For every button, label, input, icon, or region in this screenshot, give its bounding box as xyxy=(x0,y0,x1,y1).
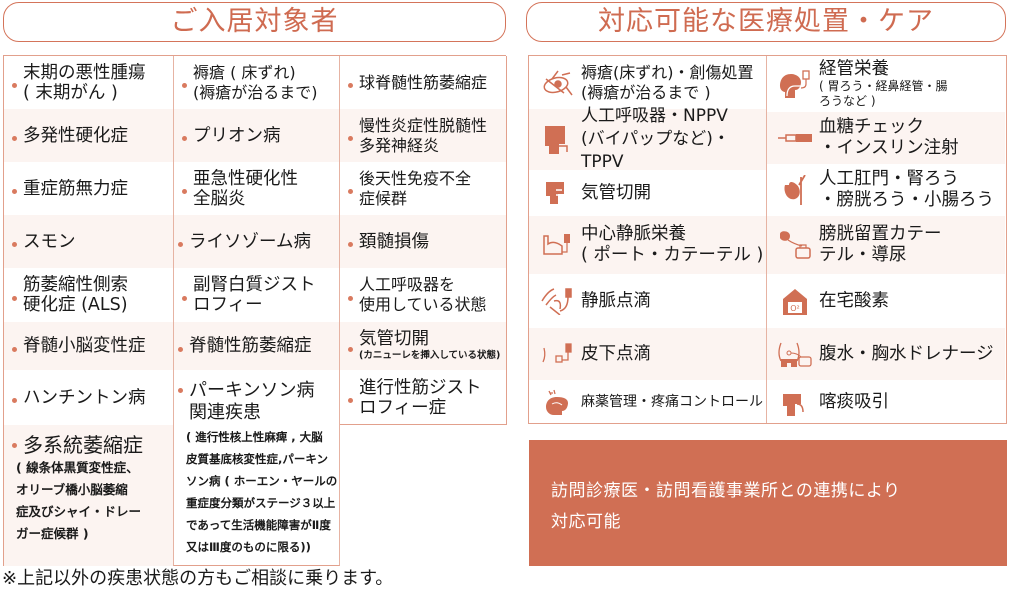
subcutaneous-drip-icon xyxy=(537,342,577,366)
residents-title: ご入居対象者 xyxy=(3,2,506,42)
bullet-icon xyxy=(348,189,353,194)
bullet-icon xyxy=(182,136,187,141)
bullet-icon xyxy=(12,398,17,403)
tube-feeding-icon xyxy=(775,70,815,98)
home-oxygen-icon: O² xyxy=(775,287,815,315)
list-item: 亜急性硬化性 全脳炎 xyxy=(174,162,339,215)
care-item: 膀胱留置カテー テル・導尿 xyxy=(767,216,1005,274)
care-item: 麻薬管理・疼痛コントロール xyxy=(529,380,766,425)
care-item: 人工呼吸器・NPPV (バイパップなど)・TPPV xyxy=(529,106,766,172)
urinary-catheter-icon xyxy=(775,230,815,260)
care-item: 気管切開 xyxy=(529,170,766,216)
list-item: 重症筋無力症 xyxy=(4,162,173,215)
medical-care-grid: 褥瘡(床ずれ)・創傷処置 (褥瘡が治るまで ) 人工呼吸器・NPPV (バイパッ… xyxy=(528,55,1007,424)
care-item: 人工肛門・腎ろう ・膀胱ろう・小腸ろう xyxy=(767,164,1005,216)
pain-control-icon xyxy=(537,389,577,417)
svg-text:O²: O² xyxy=(790,304,800,313)
drainage-icon xyxy=(775,341,815,367)
central-venous-icon xyxy=(537,232,577,258)
bullet-icon xyxy=(348,136,353,141)
list-item: スモン xyxy=(4,215,173,268)
list-item: プリオン病 xyxy=(174,109,339,162)
care-item: 腹水・胸水ドレナージ xyxy=(767,328,1005,380)
list-item: 多系統萎縮症 ( 線条体黒質変性症、 オリーブ橋小脳萎縮 症及びシャイ・ドレー … xyxy=(4,425,173,566)
list-item: 多発性硬化症 xyxy=(4,109,173,162)
suction-icon xyxy=(775,390,815,416)
iv-drip-icon xyxy=(537,287,577,315)
medical-care-title: 対応可能な医療処置・ケア xyxy=(526,2,1006,42)
bullet-icon xyxy=(348,242,353,247)
care-item: 皮下点滴 xyxy=(529,328,766,380)
residents-column-1: 末期の悪性腫瘍 ( 末期がん ) 多発性硬化症 重症筋無力症 スモン 筋萎縮性側… xyxy=(4,56,174,566)
list-item: 気管切開 (カニューレを挿入している状態) xyxy=(340,322,506,370)
insulin-syringe-icon xyxy=(775,133,815,143)
bullet-icon xyxy=(12,83,17,88)
list-item: 球脊髄性筋萎縮症 xyxy=(340,56,506,109)
bullet-icon xyxy=(182,83,187,88)
care-column-1: 褥瘡(床ずれ)・創傷処置 (褥瘡が治るまで ) 人工呼吸器・NPPV (バイパッ… xyxy=(529,56,767,423)
list-item: 頚髄損傷 xyxy=(340,215,506,268)
collaboration-note: 訪問診療医・訪問看護事業所との連携により 対応可能 xyxy=(529,440,1007,566)
list-item: 副腎白質ジスト ロフィー xyxy=(174,268,339,322)
list-item: パーキンソン病 関連疾患 ( 進行性核上性麻痺 , 大脳 皮質基底核変性症,パー… xyxy=(174,370,339,566)
list-item: 末期の悪性腫瘍 ( 末期がん ) xyxy=(4,56,173,109)
care-column-2: 経管栄養 ( 胃ろう・経鼻経管・腸 ろうなど ) 血糖チェック ・インスリン注射… xyxy=(767,56,1005,423)
bedsore-icon xyxy=(537,67,577,99)
bullet-icon xyxy=(348,295,353,301)
sub-description: ( 線条体黒質変性症、 オリーブ橋小脳萎縮 症及びシャイ・ドレー ガー症候群 ) xyxy=(16,460,142,541)
bullet-icon xyxy=(348,83,353,88)
bullet-icon xyxy=(348,346,353,352)
tracheostomy-icon xyxy=(537,182,577,204)
residents-column-2: 褥瘡 ( 床ずれ) (褥瘡が治るまで) プリオン病 亜急性硬化性 全脳炎 ライソ… xyxy=(174,56,340,566)
list-item: 人工呼吸器を 使用している状態 xyxy=(340,268,506,322)
sub-description: ( 進行性核上性麻痺 , 大脳 皮質基底核変性症,パーキン ソン病 ( ホーエン… xyxy=(186,430,338,554)
bullet-icon xyxy=(348,398,353,403)
bullet-icon xyxy=(12,136,17,141)
care-item: 褥瘡(床ずれ)・創傷処置 (褥瘡が治るまで ) xyxy=(529,56,766,109)
list-item: 脊髄小脳変性症 xyxy=(4,322,173,370)
bullet-icon xyxy=(182,189,187,194)
residents-grid: 末期の悪性腫瘍 ( 末期がん ) 多発性硬化症 重症筋無力症 スモン 筋萎縮性側… xyxy=(3,55,507,566)
care-item: 経管栄養 ( 胃ろう・経鼻経管・腸 ろうなど ) xyxy=(767,56,1005,112)
ventilator-icon xyxy=(537,125,577,154)
bullet-icon xyxy=(178,242,183,247)
care-item: 静脈点滴 xyxy=(529,274,766,328)
list-item: 筋萎縮性側索 硬化症 (ALS) xyxy=(4,268,173,322)
list-item: 褥瘡 ( 床ずれ) (褥瘡が治るまで) xyxy=(174,56,339,109)
bullet-icon xyxy=(12,346,17,352)
bullet-icon xyxy=(12,442,17,448)
residents-column-3: 球脊髄性筋萎縮症 慢性炎症性脱髄性 多発神経炎 後天性免疫不全 症候群 頚髄損傷… xyxy=(340,56,507,425)
care-item: O² 在宅酸素 xyxy=(767,274,1005,328)
bullet-icon xyxy=(12,242,17,247)
list-item: 進行性筋ジスト ロフィー症 xyxy=(340,370,506,425)
care-item: 喀痰吸引 xyxy=(767,380,1005,425)
care-item: 血糖チェック ・インスリン注射 xyxy=(767,112,1005,164)
bullet-icon xyxy=(12,189,17,194)
list-item: 脊髄性筋萎縮症 xyxy=(174,322,339,370)
list-item: 後天性免疫不全 症候群 xyxy=(340,162,506,215)
footnote: ※上記以外の疾患状態の方もご相談に乗ります。 xyxy=(2,568,394,589)
care-item: 中心静脈栄養 ( ポート・カテーテル ) xyxy=(529,216,766,274)
bullet-icon xyxy=(178,346,183,352)
list-item: 慢性炎症性脱髄性 多発神経炎 xyxy=(340,109,506,162)
stoma-icon xyxy=(775,175,815,205)
list-item: ハンチントン病 xyxy=(4,370,173,425)
bullet-icon xyxy=(178,388,183,393)
list-item: ライソゾーム病 xyxy=(174,215,339,268)
bullet-icon xyxy=(182,295,187,301)
bullet-icon xyxy=(12,295,17,301)
